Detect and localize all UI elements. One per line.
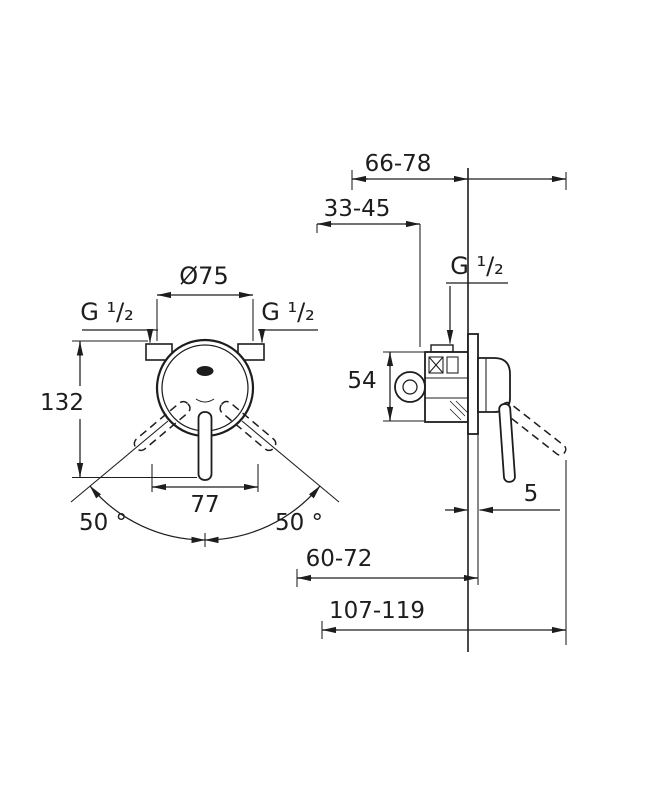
cap-detail-arc: [195, 398, 215, 403]
depth-inner-label: 33-45: [324, 196, 391, 222]
dim-plate-gap: 5: [445, 481, 560, 514]
dim-diameter: Ø75: [156, 262, 254, 341]
projection-body-label: 60-72: [306, 546, 373, 572]
dim-height: 132: [40, 340, 197, 479]
lever-side: [498, 403, 516, 483]
angle-ref-line-right: [241, 420, 340, 503]
dim-thread-side: G ¹/₂: [446, 252, 508, 344]
side-view: 66-78 33-45 G ¹/₂ 54: [296, 151, 567, 652]
valve-housing: [424, 351, 469, 423]
handle-rotated-left: [133, 400, 191, 452]
depth-outer-label: 66-78: [365, 151, 432, 177]
thread-left-label: G ¹/₂: [80, 298, 134, 326]
dim-depth-outer: 66-78: [352, 151, 566, 183]
dim-body-height: 54: [347, 351, 424, 422]
front-view: 50 ° 50 ° Ø75 G ¹/₂ G ¹/₂: [40, 262, 340, 547]
escutcheon-side: [467, 333, 479, 435]
supply-connection: [394, 371, 426, 403]
width-label: 77: [190, 492, 219, 518]
thread-right-label: G ¹/₂: [261, 298, 315, 326]
plate-gap-label: 5: [524, 481, 539, 507]
dim-projection-body: 60-72: [297, 546, 478, 582]
dim-width: 77: [151, 464, 259, 518]
valve-body: [394, 344, 469, 423]
handle-rotated-right: [219, 400, 277, 452]
projection-total-label: 107-119: [329, 598, 425, 624]
body-height-label: 54: [347, 368, 376, 394]
angle-right-label: 50 °: [275, 510, 323, 536]
height-label: 132: [40, 390, 84, 416]
dim-thread-left: G ¹/₂: [80, 298, 158, 343]
lever-handle: [197, 411, 213, 481]
diameter-label: Ø75: [179, 262, 228, 290]
brand-oval: [196, 366, 214, 376]
valve-top-step: [430, 344, 454, 353]
angle-left-label: 50 °: [79, 510, 127, 536]
thread-side-label: G ¹/₂: [450, 252, 504, 280]
dim-angle: 50 ° 50 °: [79, 485, 323, 547]
angle-ref-line-left: [70, 420, 169, 503]
dim-thread-right: G ¹/₂: [258, 298, 318, 343]
dim-projection-total: 107-119: [322, 598, 566, 634]
dim-depth-inner: 33-45: [316, 196, 420, 233]
